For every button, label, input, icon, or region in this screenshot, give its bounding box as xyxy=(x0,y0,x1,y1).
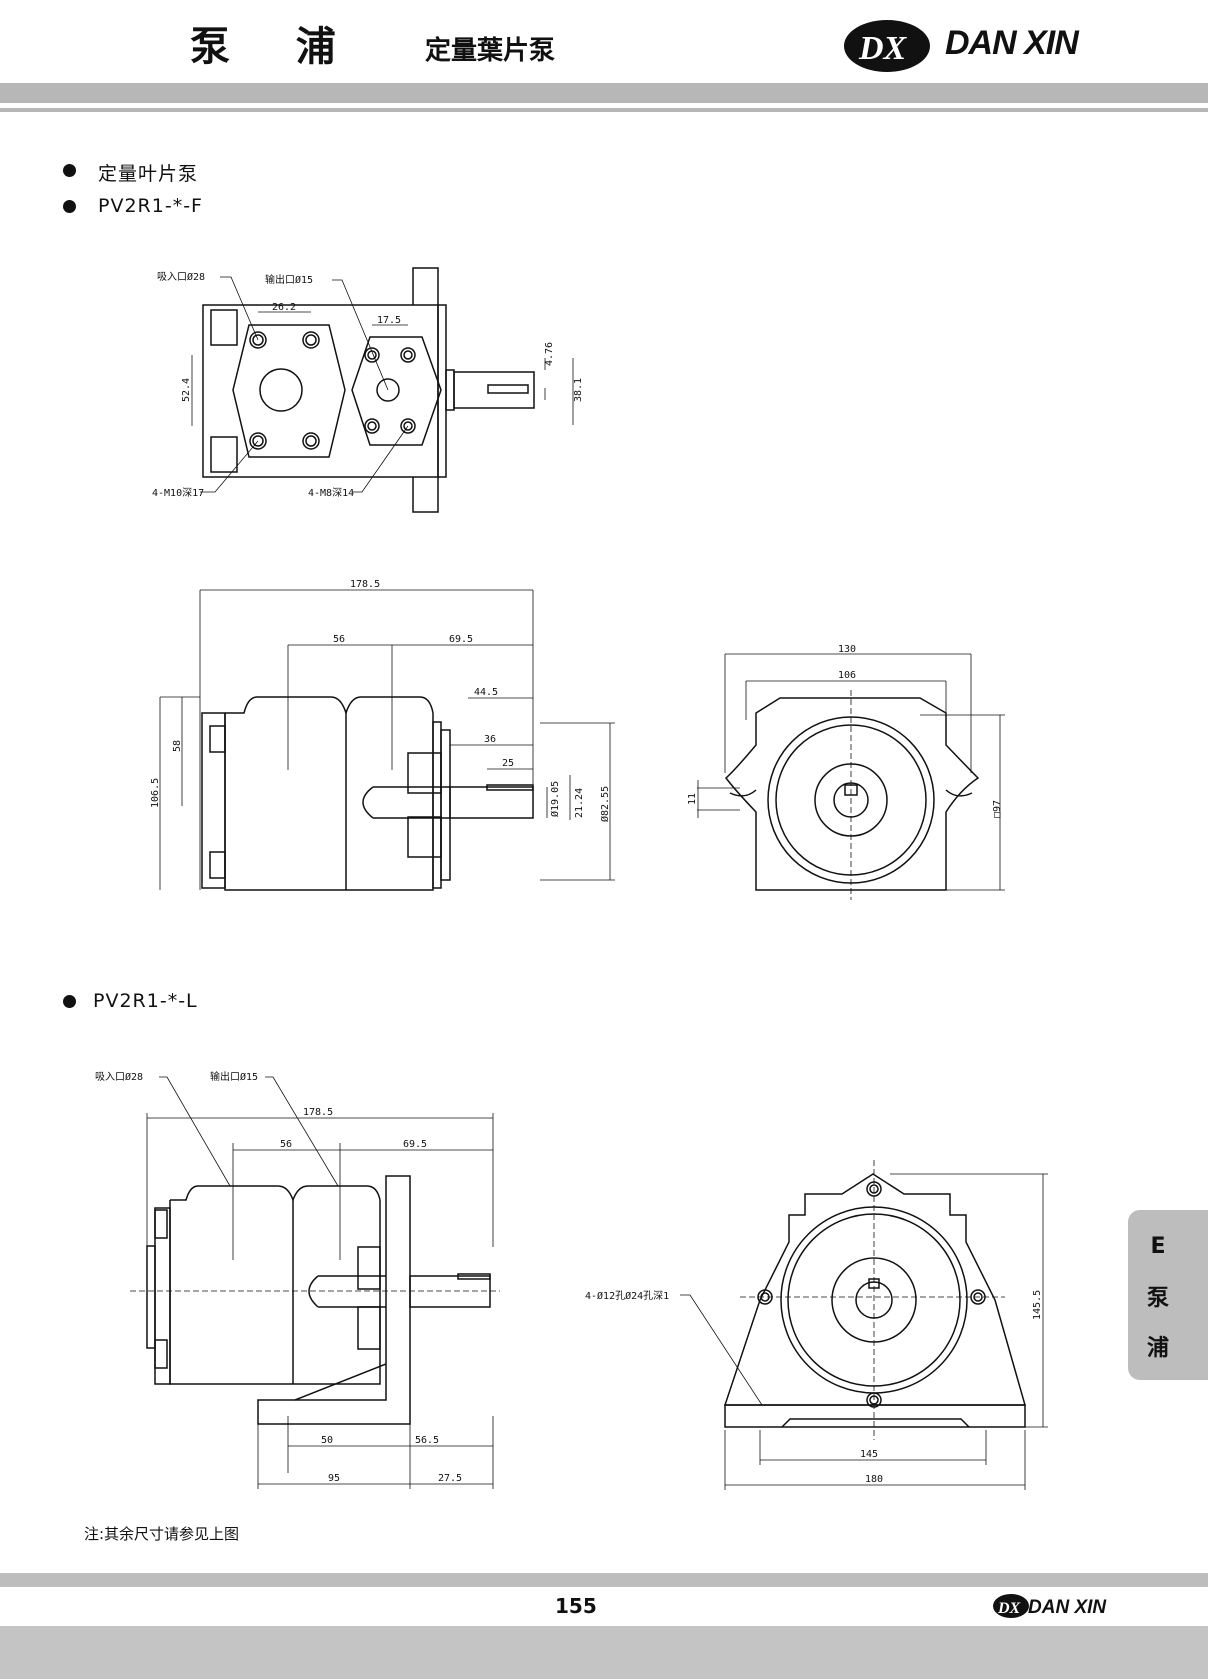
section-tab: E 泵 浦 xyxy=(1128,1210,1208,1380)
footer-logo-icon: DX xyxy=(993,1594,1029,1618)
l-dim-95: 95 xyxy=(328,1473,340,1484)
dim-97: □97 xyxy=(992,800,1003,818)
f-outlet-label: 输出口Ø15 xyxy=(265,273,313,286)
dim-52-4: 52.4 xyxy=(181,378,192,402)
thread-m8-label: 4-M8深14 xyxy=(308,487,354,499)
dim-44-5: 44.5 xyxy=(474,687,498,698)
dim-58: 58 xyxy=(172,740,183,752)
l-side-view xyxy=(146,1175,491,1425)
logo-mark: DX xyxy=(858,30,908,67)
dim-56: 56 xyxy=(333,634,345,645)
page-number: 155 xyxy=(555,1594,597,1618)
brand-name: DAN XIN xyxy=(945,24,1079,62)
l-front-view xyxy=(723,1173,1026,1428)
bullet-icon xyxy=(63,200,76,213)
l-dim-56: 56 xyxy=(280,1139,292,1150)
l-outlet-label: 输出口Ø15 xyxy=(210,1070,258,1083)
model-f-heading: PV2R1-*-F xyxy=(98,195,203,217)
bullet-icon xyxy=(63,995,76,1008)
model-l-heading: PV2R1-*-L xyxy=(93,990,198,1012)
dim-19-05: Ø19.05 xyxy=(549,781,561,817)
dim-145-5: 145.5 xyxy=(1032,1290,1043,1320)
footer-band xyxy=(0,1573,1208,1587)
category-heading: 定量叶片泵 xyxy=(98,163,199,185)
hole-label: 4-Ø12孔Ø24孔深1 xyxy=(585,1290,669,1302)
dim-26-2: 26.2 xyxy=(272,302,296,313)
dim-82-55: Ø82.55 xyxy=(599,786,611,822)
dim-130: 130 xyxy=(838,644,856,655)
f-suction-label: 吸入口Ø28 xyxy=(157,271,205,283)
dim-178-5: 178.5 xyxy=(350,579,380,590)
section-tab-char-2: 浦 xyxy=(1146,1336,1169,1361)
dim-38-1: 38.1 xyxy=(573,378,584,402)
l-suction-label: 吸入口Ø28 xyxy=(95,1071,143,1083)
dim-17-5: 17.5 xyxy=(377,315,401,326)
section-tab-char-1: 泵 xyxy=(1146,1286,1169,1311)
f-front-view xyxy=(724,697,980,891)
section-tab-letter: E xyxy=(1150,1234,1166,1259)
l-dim-27-5: 27.5 xyxy=(438,1473,462,1484)
dim-21-24: 21.24 xyxy=(574,788,585,818)
l-dim-50: 50 xyxy=(321,1435,333,1446)
dim-180: 180 xyxy=(865,1474,883,1485)
footer-logo-mark: DX xyxy=(997,1600,1021,1617)
dim-4-76: 4.76 xyxy=(544,342,555,366)
dim-106: 106 xyxy=(838,670,856,681)
thread-m10-label: 4-M10深17 xyxy=(152,487,204,499)
page-title: 泵 浦 xyxy=(190,24,338,70)
f-port-view xyxy=(202,267,535,513)
dim-69-5: 69.5 xyxy=(449,634,473,645)
dim-36: 36 xyxy=(484,734,496,745)
l-dim-56-5: 56.5 xyxy=(415,1435,439,1446)
l-dim-69-5: 69.5 xyxy=(403,1139,427,1150)
dim-25: 25 xyxy=(502,758,514,769)
dim-106-5: 106.5 xyxy=(150,778,161,808)
header-divider xyxy=(0,108,1208,112)
l-dim-178-5: 178.5 xyxy=(303,1107,333,1118)
header-band xyxy=(0,83,1208,103)
page-subtitle: 定量葉片泵 xyxy=(425,36,556,66)
f-side-view xyxy=(201,696,534,891)
footer-bottom-band xyxy=(0,1626,1208,1679)
brand-logo-icon: DX xyxy=(844,20,930,72)
dim-145: 145 xyxy=(860,1449,878,1460)
bullet-icon xyxy=(63,164,76,177)
dim-11: 11 xyxy=(687,793,698,805)
footer-brand: DAN XIN xyxy=(1028,1597,1107,1618)
footnote: 注:其余尺寸请参见上图 xyxy=(84,1525,240,1543)
